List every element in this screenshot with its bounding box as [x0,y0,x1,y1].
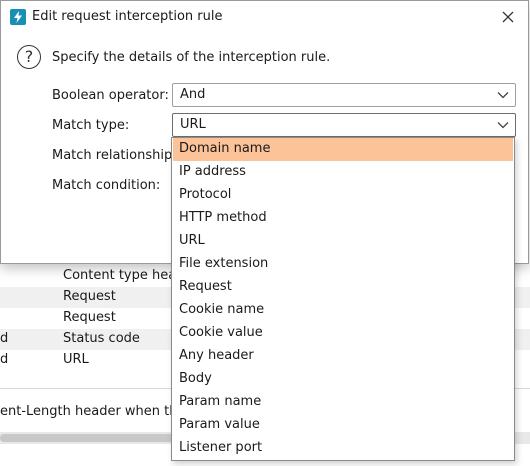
lightning-icon [10,9,26,25]
option-request[interactable]: Request [179,279,232,294]
table-row: Content type head [63,268,185,283]
table-row: d URL [0,352,89,367]
match-type-select[interactable]: URL [172,113,516,137]
title-bar: Edit request interception rule [1,1,528,33]
option-url[interactable]: URL [179,233,205,248]
match-type-value: URL [180,117,206,132]
match-type-dropdown-list: Domain name IP address Protocol HTTP met… [171,137,515,461]
match-condition-label: Match condition: [52,178,161,193]
help-icon: ? [17,45,41,69]
chevron-down-icon [497,92,509,99]
close-icon[interactable] [498,7,518,27]
option-param-value[interactable]: Param value [179,417,260,432]
boolean-operator-value: And [180,87,206,102]
chevron-down-icon [497,122,509,129]
option-listener-port[interactable]: Listener port [179,440,263,455]
background-note: ent-Length header when the [0,404,186,419]
option-ip-address[interactable]: IP address [179,164,246,179]
boolean-operator-label: Boolean operator: [52,88,169,103]
option-param-name[interactable]: Param name [179,394,262,409]
option-body[interactable]: Body [179,371,212,386]
match-type-label: Match type: [52,118,130,133]
option-domain-name[interactable]: Domain name [173,138,513,161]
option-http-method[interactable]: HTTP method [179,210,267,225]
option-protocol[interactable]: Protocol [179,187,232,202]
match-relationship-label: Match relationship: [52,148,177,163]
boolean-operator-select[interactable]: And [172,83,516,107]
dialog-title: Edit request interception rule [32,9,223,24]
table-row: Request [63,310,116,325]
option-cookie-value[interactable]: Cookie value [179,325,263,340]
dialog-intro: Specify the details of the interception … [52,50,331,65]
option-any-header[interactable]: Any header [179,348,254,363]
option-file-extension[interactable]: File extension [179,256,269,271]
option-cookie-name[interactable]: Cookie name [179,302,265,317]
